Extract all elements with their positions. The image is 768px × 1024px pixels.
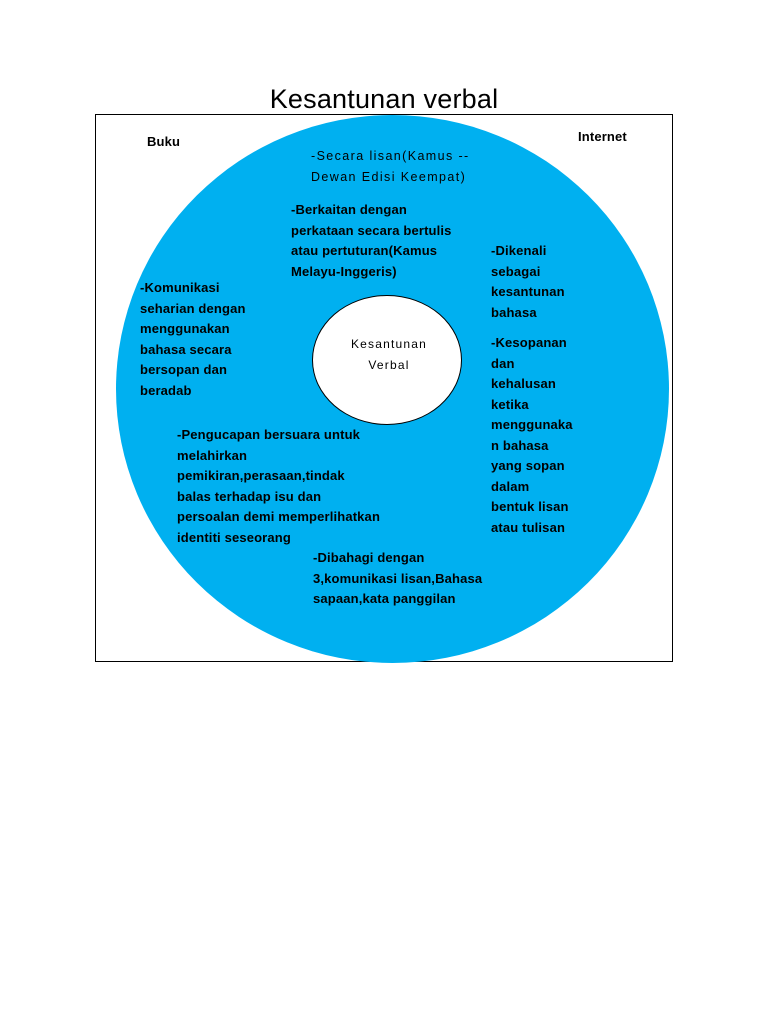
note-kamus-dewan: -Secara lisan(Kamus -- Dewan Edisi Keemp… xyxy=(311,146,470,188)
note-line: beradab xyxy=(140,382,192,398)
note-kamus-melayu: -Berkaitan dengan perkataan secara bertu… xyxy=(291,200,452,282)
note-line: -Dibahagi dengan xyxy=(313,550,425,565)
note-line: bentuk lisan xyxy=(491,499,569,514)
note-line: perkataan secara bertulis xyxy=(291,222,452,238)
note-line: atau pertuturan(Kamus xyxy=(291,243,438,258)
note-line: -Dikenali xyxy=(491,243,547,258)
note-komunikasi: -Komunikasi seharian dengan menggunakan … xyxy=(140,278,246,401)
corner-label-buku: Buku xyxy=(147,134,181,149)
note-line: bahasa secara xyxy=(140,341,232,357)
note-line: -Berkaitan dengan xyxy=(291,202,407,217)
note-kesopanan: -Kesopanan dan kehalusan ketika mengguna… xyxy=(491,333,573,538)
note-line: Melayu-Inggeris) xyxy=(291,263,397,279)
note-line: kesantunan xyxy=(491,284,565,299)
note-line: pemikiran,perasaan,tindak xyxy=(177,468,345,483)
note-line: ketika xyxy=(491,396,529,412)
center-label-line: Verbal xyxy=(368,358,410,372)
note-dikenali: -Dikenali sebagai kesantunan bahasa xyxy=(491,241,565,323)
note-dibahagi: -Dibahagi dengan 3,komunikasi lisan,Baha… xyxy=(313,548,482,610)
note-line: -Secara lisan(Kamus -- xyxy=(311,149,470,163)
inner-circle xyxy=(312,295,462,425)
center-label: Kesantunan Verbal xyxy=(343,334,435,376)
note-line: bahasa xyxy=(491,304,537,320)
note-line: melahirkan xyxy=(177,447,248,463)
note-line: -Komunikasi xyxy=(140,280,220,295)
diagram-title: Kesantunan verbal xyxy=(269,84,499,114)
note-line: -Kesopanan xyxy=(491,335,567,350)
note-line: atau tulisan xyxy=(491,519,566,535)
note-line: sebagai xyxy=(491,263,541,279)
note-line: balas terhadap isu dan xyxy=(177,488,322,504)
note-line: kehalusan xyxy=(491,376,556,391)
note-line: Dewan Edisi Keempat) xyxy=(311,170,467,184)
note-line: dan xyxy=(491,355,515,371)
note-line: seharian dengan xyxy=(140,300,246,316)
note-line: -Pengucapan bersuara untuk xyxy=(177,427,361,442)
note-line: sapaan,kata panggilan xyxy=(313,591,456,606)
note-line: menggunakan xyxy=(140,321,230,336)
note-line: identiti seseorang xyxy=(177,529,291,545)
note-line: n bahasa xyxy=(491,437,549,453)
note-line: 3,komunikasi lisan,Bahasa xyxy=(313,570,483,586)
corner-label-internet: Internet xyxy=(578,129,627,144)
note-line: persoalan demi memperlihatkan xyxy=(177,509,381,524)
note-line: bersopan dan xyxy=(140,362,228,377)
note-line: menggunaka xyxy=(491,417,573,432)
note-pengucapan: -Pengucapan bersuara untuk melahirkan pe… xyxy=(177,425,380,548)
note-line: dalam xyxy=(491,478,530,494)
center-label-line: Kesantunan xyxy=(350,337,428,351)
note-line: yang sopan xyxy=(491,458,565,473)
